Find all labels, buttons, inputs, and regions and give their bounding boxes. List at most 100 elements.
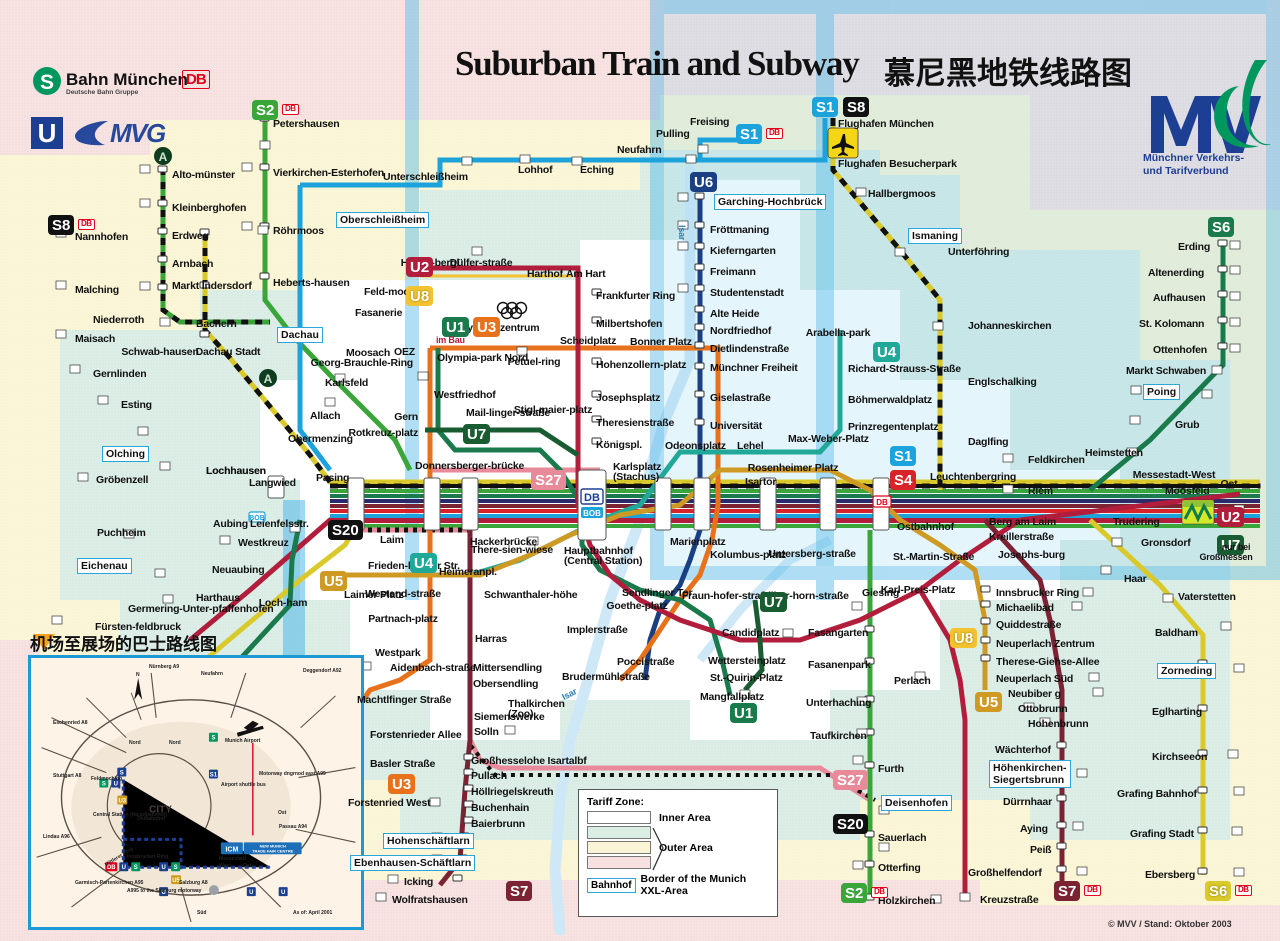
station-label: Westfriedhof	[434, 389, 496, 401]
station-label: Kirchseeon	[1152, 751, 1208, 763]
station-label: Bachern	[196, 318, 237, 330]
inset-label-nurnberg: Nürnberg A9	[149, 664, 180, 670]
line-badge-s2[interactable]: S2	[252, 100, 279, 120]
line-badge-u7[interactable]: U7	[1217, 535, 1245, 555]
line-badge-s1[interactable]: S1	[736, 124, 763, 144]
boxed-station-label: Olching	[102, 446, 150, 462]
line-badge-s20[interactable]: S20	[328, 520, 363, 540]
station-label: Laim	[380, 534, 404, 546]
line-badge-u8[interactable]: U8	[950, 628, 978, 648]
line-badge-u4[interactable]: U4	[873, 342, 901, 362]
line-badge-s2[interactable]: S2	[841, 883, 868, 903]
legend-brace-icon	[652, 827, 664, 871]
line-badge-u4[interactable]: U4	[410, 553, 438, 573]
line-badge-s7[interactable]: S7	[506, 881, 533, 901]
inset-label-nord: Nord	[169, 740, 181, 746]
station-label: St.-Martin-Straße	[893, 551, 975, 563]
line-badge-s4[interactable]: S4	[890, 470, 917, 490]
boxed-station-label: Dachau	[277, 327, 323, 343]
boxed-station-label: Ismaning	[908, 228, 963, 244]
line-badge-s27[interactable]: S27	[833, 770, 868, 790]
legend-row-yellow: Outer Area	[587, 841, 769, 854]
line-badge-u6[interactable]: U6	[690, 172, 718, 192]
page-title-en: Suburban Train and Subway	[455, 44, 860, 83]
line-badge-s20[interactable]: S20	[833, 814, 868, 834]
line-badge-s6[interactable]: S6	[1208, 217, 1235, 237]
line-badge-u1[interactable]: U1	[730, 703, 758, 723]
mvv-logo-sublabel: Münchner Verkehrs- und Tarifverbund	[1143, 152, 1244, 178]
line-badge-u5[interactable]: U5	[975, 692, 1003, 712]
legend-swatch-inner	[587, 811, 651, 824]
inset-label-eschenried: Eschenried A8	[53, 720, 88, 726]
line-badge-u2[interactable]: U2	[1217, 507, 1245, 527]
line-badge-s27[interactable]: S27	[531, 470, 566, 490]
station-label: Obersendling	[473, 678, 539, 690]
station-label: Karlsfeld	[325, 377, 369, 389]
station-label: Petuel-ring	[507, 356, 561, 368]
station-label: Gernlinden	[93, 368, 147, 380]
station-label: Großhelfendorf	[968, 867, 1042, 879]
svg-text:DB: DB	[876, 498, 888, 507]
station-label: Karl-Preis-Platz	[880, 584, 956, 596]
line-badge-s1[interactable]: S1	[890, 446, 917, 466]
messe-note-line2: Großmessen	[1199, 552, 1253, 562]
line-badge-s8[interactable]: S8	[843, 97, 870, 117]
station-label: Ottobrunn	[1018, 703, 1068, 715]
line-badge-u2[interactable]: U2	[406, 257, 434, 277]
line-S2-north	[262, 118, 413, 472]
station-label: Englschalking	[968, 376, 1037, 388]
station-label: Riem	[1028, 485, 1053, 497]
line-badge-u3[interactable]: U3	[388, 774, 416, 794]
mvv-sub-line1: Münchner Verkehrs-	[1143, 152, 1244, 164]
svg-text:S: S	[102, 782, 106, 788]
line-badge-u8[interactable]: U8	[406, 286, 434, 306]
station-label: Petershausen	[273, 118, 340, 130]
station-label: Icking	[404, 876, 434, 888]
station-label: Sendlinger Tor	[622, 587, 693, 599]
station-label: Giselastraße	[710, 392, 771, 404]
station-label: Taufkirchen	[810, 730, 867, 742]
line-badge-u5[interactable]: U5	[320, 571, 348, 591]
line-badge-s8[interactable]: S8	[48, 215, 75, 235]
line-badge-s7[interactable]: S7	[1054, 881, 1081, 901]
station-label: Olympia-park Nord	[437, 352, 529, 364]
svg-text:TRADE FAIR CENTRE: TRADE FAIR CENTRE	[252, 848, 294, 853]
station-label: Candidplatz	[722, 627, 780, 639]
line-badge-u7[interactable]: U7	[760, 592, 788, 612]
line-badge-u3[interactable]: U3	[473, 317, 501, 337]
s-bahn-logo-label: Bahn München	[66, 70, 188, 89]
station-label: Höllriegelskreuth	[471, 786, 554, 798]
line-S6-erding	[1088, 243, 1226, 492]
main-trunk	[329, 483, 1261, 528]
line-badge-s6[interactable]: S6	[1205, 881, 1232, 901]
station-label: Frankfurter Ring	[596, 290, 676, 302]
station-label: Ebersberg	[1145, 869, 1196, 881]
line-S8-west	[202, 232, 1260, 485]
line-badge-s1[interactable]: S1	[812, 97, 839, 117]
station-label: Wolfratshausen	[392, 894, 468, 906]
station-label: Universität	[710, 420, 763, 432]
station-label: Arnbach	[172, 258, 214, 270]
station-label: Mittersendling	[473, 662, 542, 674]
station-label: Feld-moching	[364, 286, 431, 298]
line-S2-altomuenster	[160, 168, 270, 325]
boxed-station-label: Deisenhofen	[881, 795, 953, 811]
line-badge-u7[interactable]: U7	[463, 424, 491, 444]
station-label: Unterföhring	[948, 246, 1010, 258]
station-label: Quiddestraße	[996, 619, 1062, 631]
station-label: Kreillerstraße	[989, 531, 1054, 543]
boxed-station-label: Oberschleißheim	[336, 212, 430, 228]
station-label: Kolumbus-platz	[710, 549, 786, 561]
messe-logo-icon	[1181, 499, 1215, 525]
station-label: Ostbahnhof	[897, 521, 954, 533]
line-badge-u1[interactable]: U1	[442, 317, 470, 337]
station-label: Flughafen München	[838, 118, 934, 130]
station-label: Peiß	[1030, 844, 1052, 856]
station-label: Josephs-burg	[998, 549, 1066, 561]
svg-text:NEW MUNICH: NEW MUNICH	[260, 843, 286, 848]
station-label: Freising	[690, 116, 730, 128]
station-label: OEZ	[394, 346, 415, 358]
station-label: Grafing Stadt	[1130, 828, 1194, 840]
station-label: Vierkirchen-Esterhofen	[273, 167, 384, 179]
station-label: Donnersberger-brücke	[415, 460, 525, 472]
